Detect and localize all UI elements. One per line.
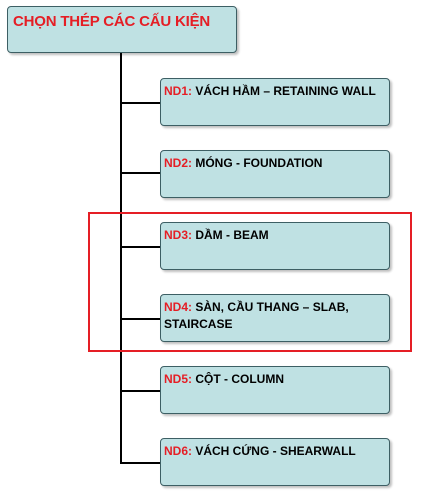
node-nd3-code: ND3: xyxy=(164,228,193,242)
node-nd1-text: VÁCH HẦM – RETAINING WALL xyxy=(192,84,376,98)
node-nd3: ND3: DẦM - BEAM xyxy=(160,222,390,270)
node-nd2-text: MÓNG - FOUNDATION xyxy=(192,156,323,170)
node-nd6-code: ND6: xyxy=(164,444,193,458)
node-nd5-label: ND5: CỘT - COLUMN xyxy=(164,371,385,388)
branch-line-nd3 xyxy=(120,246,160,248)
node-nd2-label: ND2: MÓNG - FOUNDATION xyxy=(164,155,385,172)
tree-spine-line xyxy=(120,53,122,463)
node-nd6-label: ND6: VÁCH CỨNG - SHEARWALL xyxy=(164,443,385,460)
branch-line-nd1 xyxy=(120,102,160,104)
node-nd3-label: ND3: DẦM - BEAM xyxy=(164,227,385,244)
node-nd2-code: ND2: xyxy=(164,156,193,170)
root-node: CHỌN THÉP CÁC CẤU KIỆN xyxy=(7,6,237,53)
highlight-frame xyxy=(88,212,412,352)
node-nd3-text: DẦM - BEAM xyxy=(192,228,269,242)
node-nd4-code: ND4: xyxy=(164,300,193,314)
node-nd4: ND4: SÀN, CẦU THANG – SLAB, STAIRCASE xyxy=(160,294,390,342)
root-title: CHỌN THÉP CÁC CẤU KIỆN xyxy=(13,13,211,30)
branch-line-nd6 xyxy=(120,462,160,464)
branch-line-nd5 xyxy=(120,390,160,392)
node-nd4-text: SÀN, CẦU THANG – SLAB, STAIRCASE xyxy=(164,300,349,331)
node-nd1-code: ND1: xyxy=(164,84,193,98)
node-nd5-code: ND5: xyxy=(164,372,193,386)
node-nd6: ND6: VÁCH CỨNG - SHEARWALL xyxy=(160,438,390,486)
node-nd5: ND5: CỘT - COLUMN xyxy=(160,366,390,414)
node-nd1-label: ND1: VÁCH HẦM – RETAINING WALL xyxy=(164,83,385,100)
node-nd5-text: CỘT - COLUMN xyxy=(192,372,285,386)
node-nd4-label: ND4: SÀN, CẦU THANG – SLAB, STAIRCASE xyxy=(164,299,385,333)
node-nd2: ND2: MÓNG - FOUNDATION xyxy=(160,150,390,198)
branch-line-nd4 xyxy=(120,318,160,320)
node-nd6-text: VÁCH CỨNG - SHEARWALL xyxy=(192,444,356,458)
branch-line-nd2 xyxy=(120,172,160,174)
node-nd1: ND1: VÁCH HẦM – RETAINING WALL xyxy=(160,78,390,126)
